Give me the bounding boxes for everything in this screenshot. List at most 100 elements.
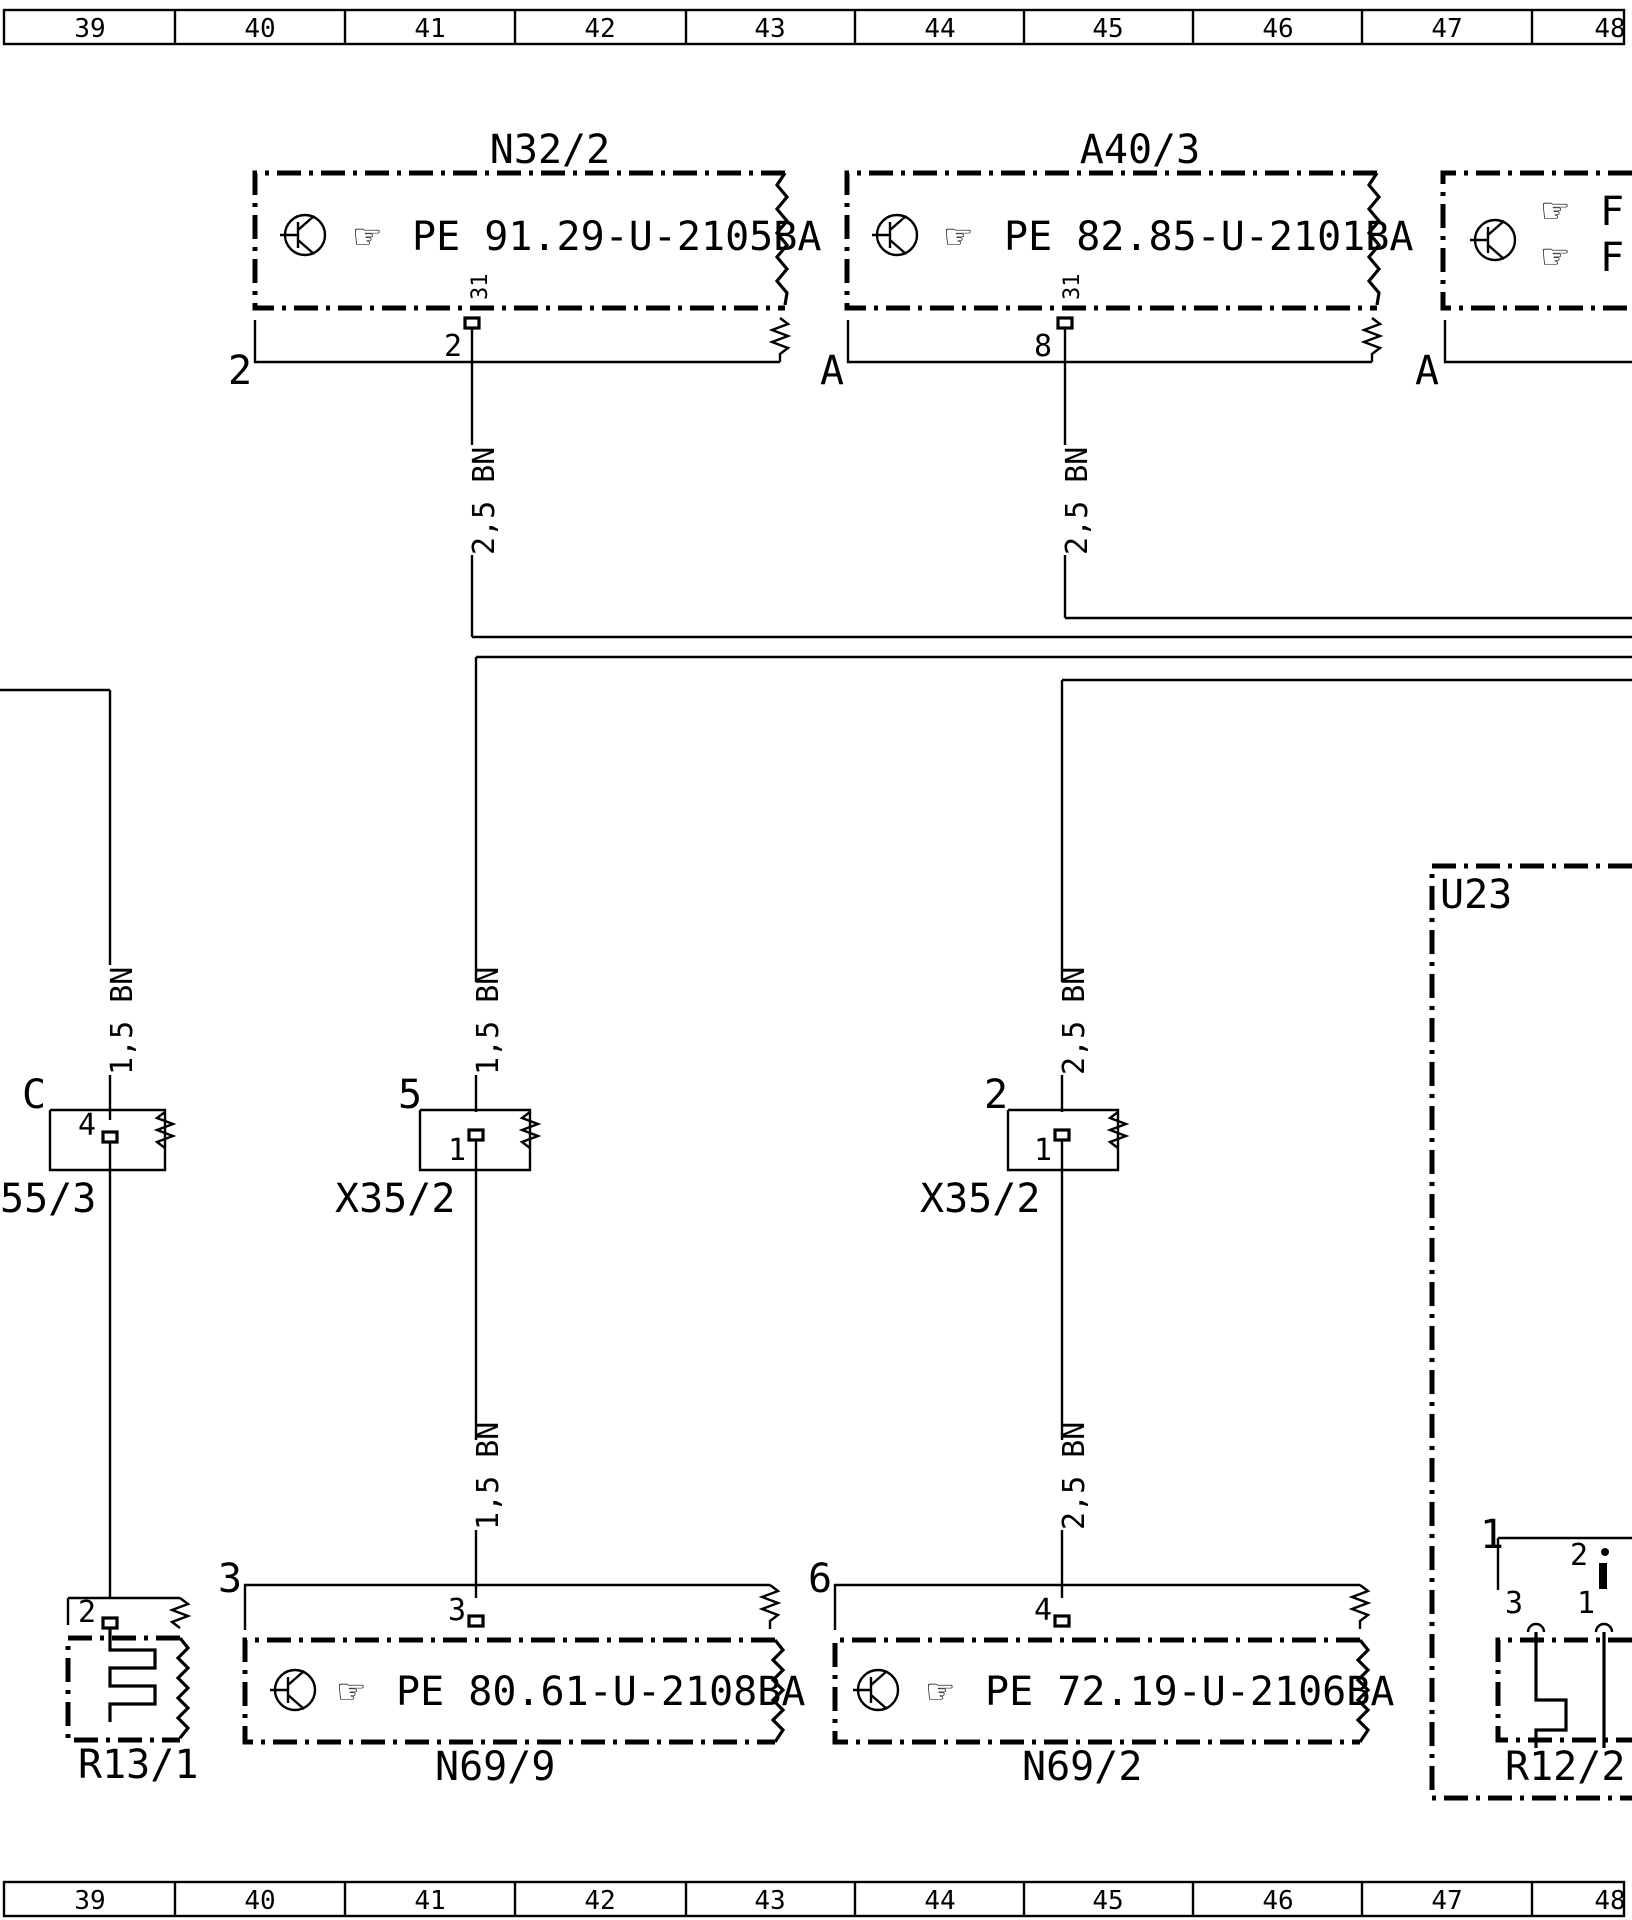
ruler-col-44: 44 [924,14,955,44]
r12-pin-2: 2 [1570,1538,1588,1573]
r12-pin-1-top: 1 [1480,1512,1504,1558]
contact-bar-icon [1599,1563,1607,1589]
component-c-connector: 1,5 BN 4 C 55/3 [0,967,177,1598]
ruler-col-41: 41 [414,14,445,44]
n69-2-label: N69/2 [1022,1744,1142,1790]
component-r13-1: 2 R13/1 [65,1595,198,1788]
r13-1-pin-terminal [101,1616,119,1630]
ruler-bottom-col-47: 47 [1431,1886,1462,1916]
n32-2-label: N32/2 [490,127,610,173]
a40-3-ref: PE 82.85-U-2101BA [1004,214,1413,260]
component-right-partial: ☞ ☞ F F A [1415,170,1632,394]
n32-2-edge-label: 2 [228,348,252,394]
right-partial-ref-2: F [1600,235,1624,281]
x35-2-left-edge-label: 5 [398,1072,422,1118]
n69-2-ref: PE 72.19-U-2106BA [985,1669,1394,1715]
wire-label: 2,5 BN [1057,1422,1092,1530]
ruler-bottom-col-46: 46 [1262,1886,1293,1916]
n32-2-pin-31: 31 [468,274,493,301]
component-n32-2: N32/2 ☞ PE 91.29-U-2105BA 31 2 2 [228,127,821,394]
heater-element-icon [108,1628,157,1722]
ruler-col-48: 48 [1594,14,1625,44]
n69-9-ref: PE 80.61-U-2108BA [396,1669,805,1715]
component-x35-2-right: 2,5 BN 1 2 X35/2 [920,965,1130,1440]
x35-2-right-edge-label: 2 [984,1072,1008,1118]
a40-3-pin-31: 31 [1060,274,1085,301]
r12-label: R12/2 [1505,1744,1625,1790]
r13-1-label: R13/1 [78,1742,198,1788]
component-r12-2: 1 2 3 1 R12/2 [1480,1512,1632,1790]
x35-2-left-label: X35/2 [335,1176,455,1222]
wire-bus [0,655,1632,965]
u23-label: U23 [1440,872,1512,918]
transistor-icon [853,1668,900,1712]
ruler-bottom-col-39: 39 [74,1886,105,1916]
wire-label: 1,5 BN [471,1422,506,1530]
n69-9-pin-number: 3 [448,1593,466,1628]
component-n69-2: 6 4 ☞ PE 72.19-U-2106BA N69/2 [808,1556,1394,1790]
n69-2-pin-number: 4 [1034,1593,1052,1628]
pointing-hand-icon: ☞ [352,217,382,257]
r13-1-pin-number: 2 [78,1595,96,1630]
r12-pin-3: 3 [1505,1586,1523,1621]
pointing-hand-icon: ☞ [1540,191,1570,231]
ruler-col-40: 40 [244,14,275,44]
component-x35-2-left: 1,5 BN 1 5 X35/2 [335,965,542,1440]
ruler-bottom-col-43: 43 [754,1886,785,1916]
pointing-hand-icon: ☞ [1540,237,1570,277]
ruler-col-45: 45 [1092,14,1123,44]
wire-n32-2: 2,5 BN [467,328,1632,639]
wire-label: 2,5 BN [1060,447,1095,555]
n69-2-pin-terminal [1053,1614,1071,1628]
n32-2-pin-number: 2 [444,329,462,364]
ruler-bottom-col-48: 48 [1594,1886,1625,1916]
n69-9-label: N69/9 [435,1744,555,1790]
ruler-bottom-col-41: 41 [414,1886,445,1916]
component-a40-3: A40/3 ☞ PE 82.85-U-2101BA 31 8 A [820,127,1413,394]
ruler-bottom-col-44: 44 [924,1886,955,1916]
right-partial-ref-1: F [1600,189,1624,235]
r12-pin-1: 1 [1577,1586,1595,1621]
n69-9-pin-terminal [467,1614,485,1628]
ruler-bottom-col-45: 45 [1092,1886,1123,1916]
right-partial-edge-label: A [1415,348,1439,394]
pointing-hand-icon: ☞ [336,1672,366,1712]
c-pin-terminal [101,1130,119,1144]
transistor-icon [280,213,327,257]
c-connector-label: 55/3 [0,1176,96,1222]
x35-2-right-pin-terminal [1053,1128,1071,1142]
ruler-col-46: 46 [1262,14,1293,44]
transistor-icon [1470,218,1517,262]
a40-3-pin-number: 8 [1034,329,1052,364]
x35-2-right-pin-number: 1 [1034,1133,1052,1168]
x35-2-left-pin-terminal [467,1128,485,1142]
a40-3-label: A40/3 [1080,127,1200,173]
n69-9-edge-label: 3 [218,1556,242,1602]
component-u23: U23 [1429,863,1632,1801]
wire-label: 1,5 BN [471,967,506,1075]
pointing-hand-icon: ☞ [943,217,973,257]
ruler-col-47: 47 [1431,14,1462,44]
n32-2-ref: PE 91.29-U-2105BA [412,214,821,260]
n69-2-edge-label: 6 [808,1556,832,1602]
component-n69-9: 3 3 ☞ PE 80.61-U-2108BA N69/9 [218,1556,805,1790]
wire-label: 2,5 BN [1057,967,1092,1075]
pointing-hand-icon: ☞ [925,1672,955,1712]
n32-2-pin-terminal [463,316,481,330]
transistor-icon [872,213,919,257]
ruler-col-39: 39 [74,14,105,44]
wire-label: 1,5 BN [105,967,140,1075]
transistor-icon [270,1668,317,1712]
wire-label: 2,5 BN [467,447,502,555]
a40-3-pin-terminal [1056,316,1074,330]
ruler-bottom-col-42: 42 [584,1886,615,1916]
x35-2-right-label: X35/2 [920,1176,1040,1222]
ruler-bottom-col-40: 40 [244,1886,275,1916]
c-edge-label: C [22,1072,46,1118]
wire-a40-3: 2,5 BN [1060,328,1632,620]
dot-icon [1601,1548,1609,1556]
ruler-col-42: 42 [584,14,615,44]
a40-3-edge-label: A [820,348,844,394]
x35-2-left-pin-number: 1 [448,1133,466,1168]
